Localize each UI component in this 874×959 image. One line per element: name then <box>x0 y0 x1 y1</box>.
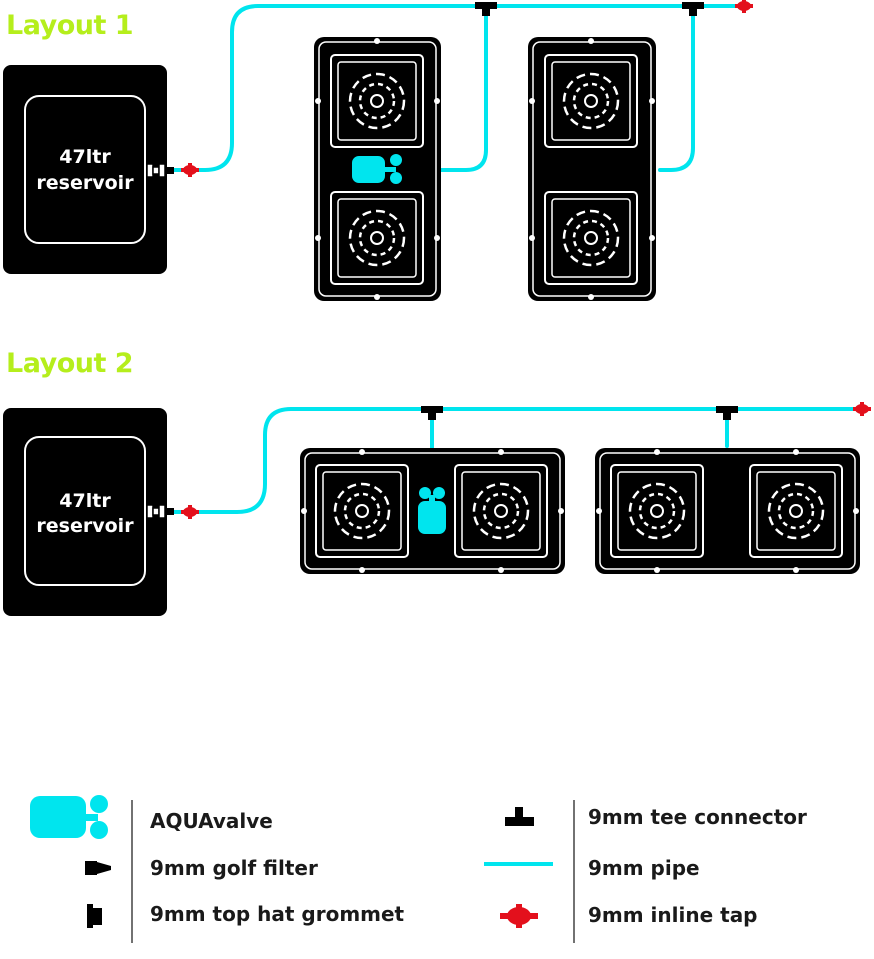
aquavalve-icon <box>418 487 446 534</box>
legend-label-inline-tap: 9mm inline tap <box>588 903 758 927</box>
inline-tap-icon <box>181 163 199 177</box>
layout-2-title: Layout 2 <box>6 348 134 379</box>
tray-4 <box>595 448 860 574</box>
aquavalve-icon <box>352 154 402 184</box>
inline-tap-icon <box>853 402 871 416</box>
tee-connector-icon <box>716 406 738 420</box>
tray-2 <box>528 37 656 301</box>
legend-label-tee-connector: 9mm tee connector <box>588 805 807 829</box>
top-hat-grommet-icon <box>87 904 102 928</box>
inline-tap-icon <box>181 505 199 519</box>
reservoir-1-label-line2: reservoir <box>36 172 134 194</box>
legend-label-golf-filter: 9mm golf filter <box>150 856 318 880</box>
reservoir-2-label-line2: reservoir <box>36 515 134 537</box>
reservoir-2: 47ltr reservoir <box>3 408 167 616</box>
pipe-network-1 <box>171 4 746 172</box>
legend-label-aquavalve: AQUAvalve <box>150 809 273 833</box>
tee-connector-icon <box>682 2 704 16</box>
reservoir-1-label-line1: 47ltr <box>59 146 111 168</box>
top-hat-grommet-icon <box>146 163 174 178</box>
inline-tap-icon <box>735 0 753 13</box>
tee-connector-icon <box>505 807 534 826</box>
inline-tap-icon <box>500 904 538 928</box>
top-hat-grommet-icon <box>146 504 174 519</box>
golf-filter-icon <box>85 861 111 875</box>
legend-label-pipe: 9mm pipe <box>588 856 700 880</box>
layout-1-title: Layout 1 <box>6 10 134 41</box>
reservoir-1: 47ltr reservoir <box>3 65 167 274</box>
reservoir-2-label-line1: 47ltr <box>59 490 111 512</box>
tee-connector-icon <box>475 2 497 16</box>
tee-connector-icon <box>421 406 443 420</box>
aquavalve-icon <box>30 795 108 839</box>
legend-label-top-hat-grommet: 9mm top hat grommet <box>150 902 405 926</box>
legend <box>30 795 575 943</box>
